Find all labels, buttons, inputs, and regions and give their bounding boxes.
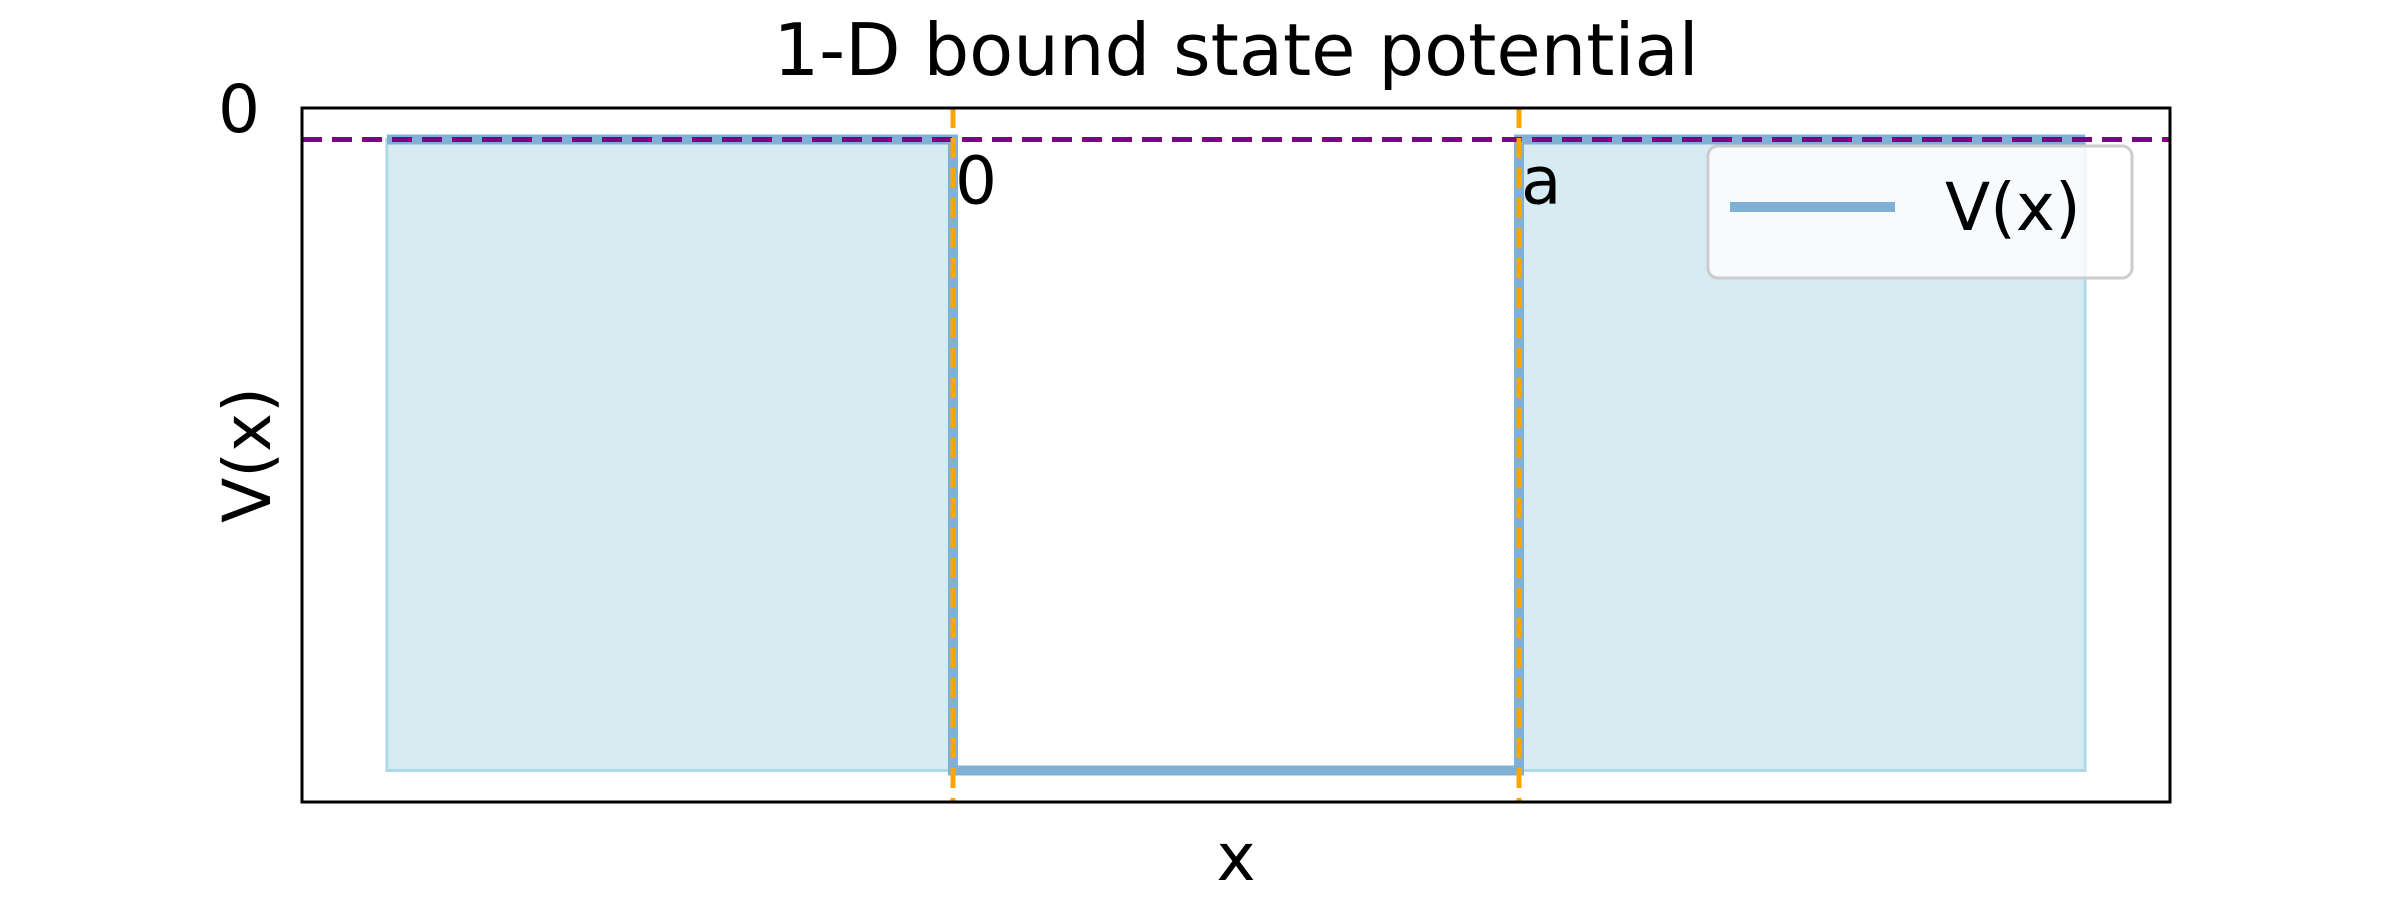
y-axis-label: V(x) xyxy=(209,387,286,523)
tick-labels: 0 xyxy=(218,71,260,148)
reference-lines xyxy=(302,108,2170,802)
chart-title: 1-D bound state potential xyxy=(773,8,1698,92)
legend-label: V(x) xyxy=(1945,169,2081,246)
boundary-label-2: a xyxy=(1521,143,1561,220)
x-axis-label: x xyxy=(1216,819,1255,896)
legend: V(x) xyxy=(1706,144,2134,280)
plot-frame xyxy=(300,106,2172,804)
fill-region-1 xyxy=(385,138,955,772)
y-tick-label-1: 0 xyxy=(218,71,260,148)
legend-box xyxy=(1706,144,2134,280)
boundary-label-1: 0 xyxy=(955,143,997,220)
